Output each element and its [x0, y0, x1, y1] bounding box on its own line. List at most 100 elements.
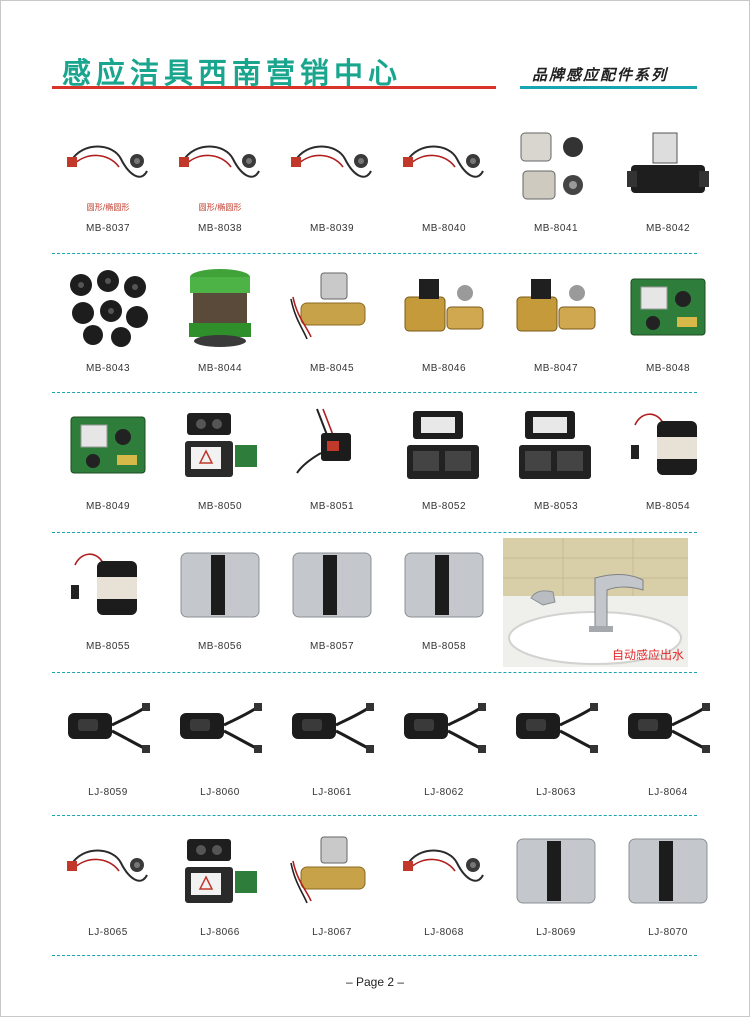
- product-item: MB-8043: [52, 260, 164, 400]
- product-item: MB-8047: [500, 260, 612, 400]
- product-code: LJ-8061: [312, 787, 352, 798]
- cover-panel-icon: [284, 540, 380, 630]
- product-code: MB-8040: [421, 223, 467, 234]
- cover-panel-icon: [172, 540, 268, 630]
- product-item: LJ-8063: [500, 684, 612, 824]
- product-code: MB-8056: [197, 641, 243, 652]
- shape-label: 圆形/椭圆形: [86, 203, 130, 212]
- photo-caption: 自动感应出水: [611, 648, 684, 662]
- product-code: MB-8039: [309, 223, 355, 234]
- product-code: MB-8042: [645, 223, 691, 234]
- product-item: MB-8052: [388, 398, 500, 538]
- product-item: LJ-8067: [276, 824, 388, 964]
- product-code: MB-8041: [533, 223, 579, 234]
- product-code: LJ-8063: [536, 787, 576, 798]
- product-item: MB-8046: [388, 260, 500, 400]
- product-code: MB-8051: [309, 501, 355, 512]
- product-code: LJ-8067: [312, 927, 352, 938]
- product-item: MB-8042: [612, 120, 724, 260]
- product-code: LJ-8060: [200, 787, 240, 798]
- valve-assembly-icon: [396, 262, 492, 352]
- product-item: MB-8040: [388, 120, 500, 260]
- transformer-icon: [284, 400, 380, 490]
- product-item: LJ-8066: [164, 824, 276, 964]
- circuit-board-icon: [60, 400, 156, 490]
- row-divider: [52, 392, 697, 393]
- product-item: MB-8044: [164, 260, 276, 400]
- product-code: LJ-8070: [648, 927, 688, 938]
- product-code: MB-8044: [197, 363, 243, 374]
- product-item: LJ-8059: [52, 684, 164, 824]
- product-code: MB-8043: [85, 363, 131, 374]
- product-code: MB-8053: [533, 501, 579, 512]
- rubber-diaphragm-icon: [60, 262, 156, 352]
- product-code: MB-8038: [197, 223, 243, 234]
- sensor-cable-icon: [172, 122, 268, 212]
- sensor-cable-icon: [60, 826, 156, 916]
- product-code: LJ-8062: [424, 787, 464, 798]
- product-code: MB-8045: [309, 363, 355, 374]
- row-divider: [52, 955, 697, 956]
- product-code: LJ-8068: [424, 927, 464, 938]
- product-item: LJ-8064: [612, 684, 724, 824]
- title-underline: [52, 86, 496, 89]
- circuit-board-icon: [620, 262, 716, 352]
- product-item: MB-8058: [388, 538, 500, 678]
- sensor-cable-icon: [396, 122, 492, 212]
- battery-box-icon: [396, 400, 492, 490]
- product-item: MB-8054: [612, 398, 724, 538]
- row-divider: [52, 253, 697, 254]
- row-divider: [52, 532, 697, 533]
- product-code: MB-8052: [421, 501, 467, 512]
- urinal-sensor-icon: [284, 686, 380, 776]
- product-item: LJ-8070: [612, 824, 724, 964]
- battery-pack-icon: [620, 400, 716, 490]
- faucet-photo-icon: 自动感应出水: [503, 538, 688, 667]
- product-item: MB-8050: [164, 398, 276, 538]
- urinal-sensor-icon: [620, 686, 716, 776]
- sensor-cable-icon: [60, 122, 156, 212]
- product-code: MB-8058: [421, 641, 467, 652]
- battery-pack-icon: [60, 540, 156, 630]
- brass-valve-icon: [284, 826, 380, 916]
- sensor-module-icon: [172, 826, 268, 916]
- catalog-row: MB-8043 MB-8044 MB-8045 MB-8046 MB-8047 MB-80…: [52, 260, 724, 400]
- product-item: MB-8048: [612, 260, 724, 400]
- cover-panel-icon: [508, 826, 604, 916]
- product-item: MB-8039: [276, 120, 388, 260]
- sensor-module-icon: [172, 400, 268, 490]
- cover-panel-icon: [620, 826, 716, 916]
- urinal-sensor-icon: [396, 686, 492, 776]
- product-code: MB-8046: [421, 363, 467, 374]
- product-code: MB-8047: [533, 363, 579, 374]
- page-title: 感应洁具西南营销中心: [62, 56, 403, 90]
- brass-valve-icon: [284, 262, 380, 352]
- page-number: – Page 2 –: [345, 975, 405, 989]
- product-code: MB-8055: [85, 641, 131, 652]
- row-divider: [52, 815, 697, 816]
- product-item: MB-8053: [500, 398, 612, 538]
- product-code: MB-8048: [645, 363, 691, 374]
- product-item: LJ-8062: [388, 684, 500, 824]
- product-item: LJ-8065: [52, 824, 164, 964]
- urinal-sensor-icon: [508, 686, 604, 776]
- solenoid-valve-icon: [620, 122, 716, 212]
- product-item: MB-8045: [276, 260, 388, 400]
- product-item: MB-8041: [500, 120, 612, 260]
- flush-cartridge-icon: [172, 262, 268, 352]
- shape-label: 圆形/椭圆形: [198, 203, 242, 212]
- product-code: LJ-8066: [200, 927, 240, 938]
- valve-assembly-icon: [508, 262, 604, 352]
- product-item: LJ-8061: [276, 684, 388, 824]
- product-item: MB-8056: [164, 538, 276, 678]
- valve-parts-icon: [508, 122, 604, 212]
- product-item: MB-8057: [276, 538, 388, 678]
- product-code: MB-8054: [645, 501, 691, 512]
- urinal-sensor-icon: [172, 686, 268, 776]
- product-item: LJ-8060: [164, 684, 276, 824]
